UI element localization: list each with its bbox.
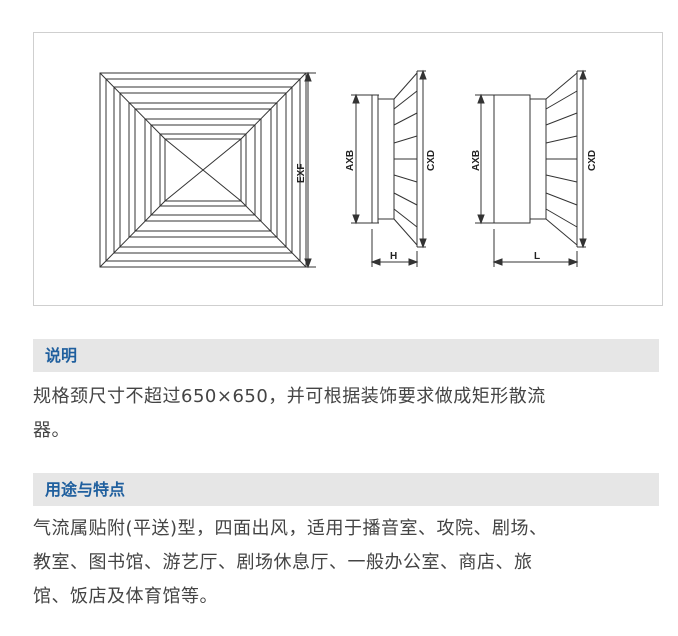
- front-view: [99, 71, 316, 269]
- axb-label-l: AXB: [471, 150, 482, 171]
- cxd-label-h: CXD: [426, 150, 437, 171]
- cxd-label-l: CXD: [587, 150, 598, 171]
- paragraph-line: 气流属贴附(平送)型，四面出风，适用于播音室、攻院、剧场、: [33, 518, 548, 539]
- paragraph-line: 器。: [33, 420, 70, 441]
- section-title: 说明: [45, 346, 78, 365]
- diffuser-diagram: EXF: [99, 69, 598, 269]
- l-label: L: [534, 251, 540, 262]
- side-view-l: [475, 69, 587, 267]
- section-title: 用途与特点: [45, 480, 126, 499]
- section-heading-usage: 用途与特点: [33, 473, 659, 506]
- exf-label: EXF: [296, 164, 307, 183]
- axb-label-h: AXB: [345, 150, 356, 171]
- section-heading-description: 说明: [33, 339, 659, 372]
- diagram-frame: EXF: [33, 32, 663, 306]
- paragraph-line: 教室、图书馆、游艺厅、剧场休息厅、一般办公室、商店、旅: [33, 552, 533, 573]
- side-view-h: [351, 69, 427, 267]
- paragraph-line: 规格颈尺寸不超过650×650，并可根据装饰要求做成矩形散流: [33, 386, 546, 407]
- paragraph-line: 馆、饭店及体育馆等。: [33, 586, 218, 607]
- description-paragraph: 规格颈尺寸不超过650×650，并可根据装饰要求做成矩形散流 器。: [33, 380, 663, 448]
- usage-paragraph: 气流属贴附(平送)型，四面出风，适用于播音室、攻院、剧场、 教室、图书馆、游艺厅…: [33, 512, 663, 614]
- h-label: H: [390, 251, 397, 262]
